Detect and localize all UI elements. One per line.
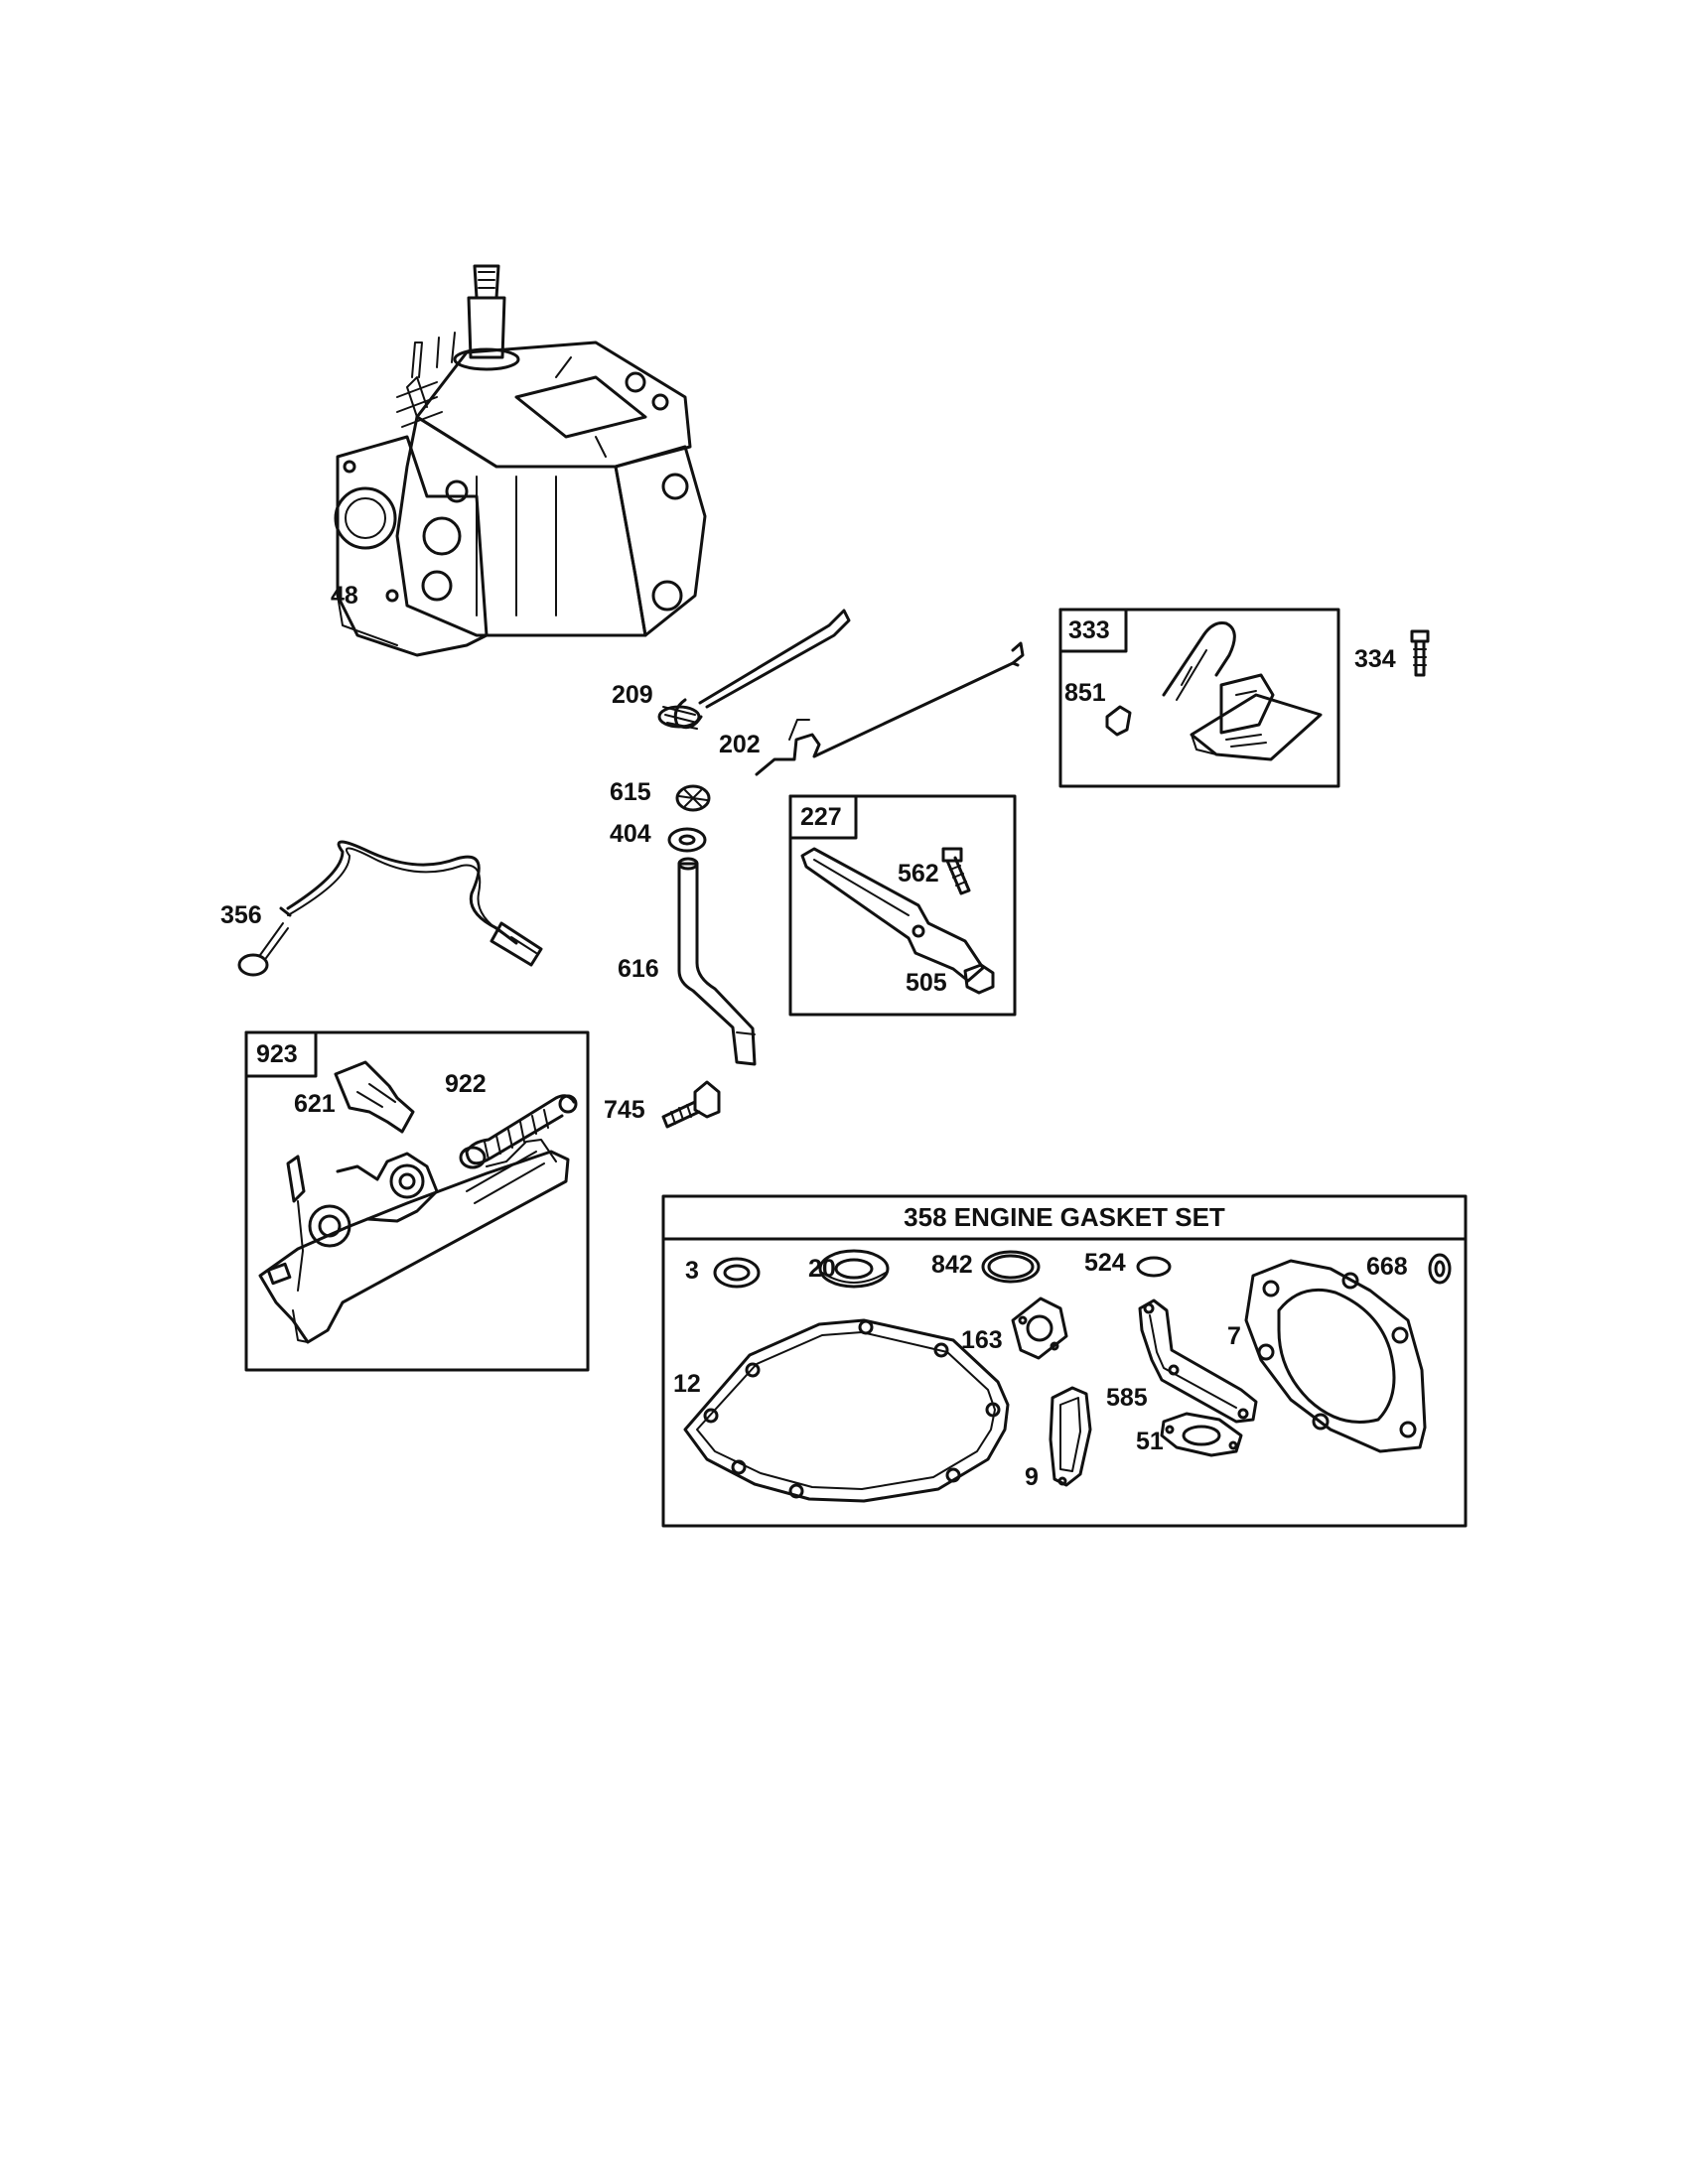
screw-745-icon: [661, 1080, 721, 1129]
part-label-209: 209: [612, 681, 653, 709]
o-ring-842-icon: [981, 1250, 1041, 1284]
oil-seal-20-icon: [818, 1249, 890, 1289]
part-label-48: 48: [331, 582, 358, 610]
nut-615-icon: [675, 784, 711, 812]
part-label-615: 615: [610, 778, 651, 806]
governor-control-box: [244, 1030, 590, 1372]
part-label-585: 585: [1106, 1384, 1148, 1412]
part-label-356: 356: [220, 901, 262, 929]
governor-shaft-icon: [677, 857, 757, 1066]
part-label-922: 922: [445, 1070, 487, 1098]
part-label-616: 616: [618, 955, 659, 983]
part-label-51: 51: [1136, 1428, 1164, 1455]
o-ring-524-icon: [1136, 1256, 1172, 1278]
part-label-20: 20: [808, 1255, 836, 1283]
gasket-9-icon: [1049, 1386, 1092, 1487]
governor-spring-icon: [657, 609, 851, 730]
part-label-3: 3: [685, 1257, 699, 1285]
part-label-524: 524: [1084, 1249, 1126, 1277]
seal-3-icon: [713, 1257, 761, 1289]
engine-block-icon: [334, 264, 707, 657]
part-label-202: 202: [719, 731, 761, 758]
control-lever-box: [788, 794, 1017, 1017]
part-label-745: 745: [604, 1096, 645, 1124]
crankcase-gasket-12-icon: [683, 1318, 1010, 1503]
governor-link-icon: [755, 641, 1025, 776]
part-label-12: 12: [673, 1370, 701, 1398]
gasket-163-icon: [1011, 1297, 1068, 1360]
screw-334-icon: [1410, 629, 1430, 677]
ground-wire-icon: [237, 840, 543, 977]
head-gasket-7-icon: [1244, 1259, 1427, 1453]
part-label-7: 7: [1227, 1322, 1241, 1350]
box-label-923: 923: [256, 1040, 298, 1068]
part-label-621: 621: [294, 1090, 336, 1118]
part-label-334: 334: [1354, 645, 1396, 673]
part-label-562: 562: [898, 860, 939, 887]
part-label-9: 9: [1025, 1463, 1039, 1491]
part-label-163: 163: [961, 1326, 1003, 1354]
part-label-404: 404: [610, 820, 651, 848]
part-label-842: 842: [931, 1251, 973, 1279]
part-label-851: 851: [1064, 679, 1106, 707]
seal-668-icon: [1428, 1253, 1452, 1285]
part-label-505: 505: [906, 969, 947, 997]
washer-404-icon: [667, 827, 707, 853]
gasket-51-icon: [1160, 1412, 1243, 1457]
gasket-set-title: 358 ENGINE GASKET SET: [904, 1202, 1225, 1232]
gasket-set-box: [661, 1194, 1468, 1528]
box-label-227: 227: [800, 803, 842, 831]
armature-box: [1058, 608, 1340, 788]
part-label-668: 668: [1366, 1253, 1408, 1281]
box-label-333: 333: [1068, 616, 1110, 644]
gasket-585-icon: [1138, 1298, 1258, 1424]
